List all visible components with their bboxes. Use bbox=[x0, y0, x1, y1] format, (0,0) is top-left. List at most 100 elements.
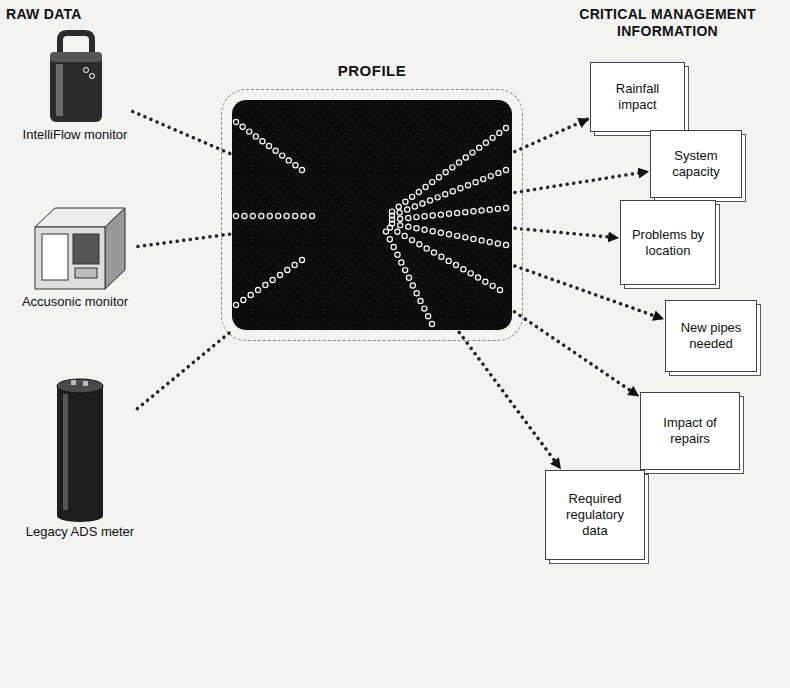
drawing-part bbox=[248, 292, 253, 297]
drawing-part bbox=[247, 129, 252, 134]
drawing-part bbox=[477, 145, 482, 150]
report-sheet: Impact of repairs bbox=[640, 392, 740, 470]
drawing-part bbox=[263, 282, 268, 287]
drawing-part bbox=[403, 268, 408, 273]
drawing-part bbox=[483, 140, 488, 145]
drawing-part bbox=[446, 232, 451, 237]
report-title: Rainfall impact bbox=[599, 81, 676, 113]
drawing-part bbox=[241, 297, 246, 302]
drawing-part bbox=[417, 242, 422, 247]
drawing-part bbox=[255, 287, 260, 292]
drawing-part bbox=[242, 213, 247, 218]
drawing-part bbox=[84, 68, 89, 73]
report-sheet: New pipes needed bbox=[665, 300, 757, 372]
dotted-connector bbox=[138, 234, 230, 246]
drawing-part bbox=[438, 212, 443, 217]
drawing-part bbox=[426, 314, 431, 319]
drawing-part bbox=[410, 194, 415, 199]
dotted-connector bbox=[459, 332, 560, 468]
drawing-part bbox=[292, 262, 297, 267]
drawing-part bbox=[430, 213, 435, 218]
drawing-part bbox=[57, 386, 103, 516]
drawing-part bbox=[481, 177, 486, 182]
dotted-connector bbox=[514, 312, 638, 396]
drawing-part bbox=[420, 201, 425, 206]
drawing-part bbox=[293, 213, 298, 218]
device-node: IntelliFlow monitor bbox=[20, 30, 130, 143]
drawing-part bbox=[406, 215, 411, 220]
drawing-part bbox=[233, 213, 238, 218]
report-sheet: Rainfall impact bbox=[590, 62, 685, 132]
drawing-part bbox=[250, 213, 255, 218]
drawing-part bbox=[436, 175, 441, 180]
drawing-part bbox=[463, 210, 468, 215]
drawing-part bbox=[475, 275, 480, 280]
drawing-part bbox=[309, 213, 314, 218]
report-sheet: Required regulatory data bbox=[545, 470, 645, 560]
drawing-part bbox=[497, 130, 502, 135]
drawing-part bbox=[75, 268, 97, 278]
drawing-part bbox=[240, 124, 245, 129]
drawing-part bbox=[503, 242, 508, 247]
column-heading: RAW DATA bbox=[6, 6, 206, 23]
drawing-part bbox=[398, 216, 403, 221]
drawing-part bbox=[418, 298, 423, 303]
drawing-part bbox=[424, 246, 429, 251]
drawing-part bbox=[399, 260, 404, 265]
drawing-part bbox=[395, 252, 400, 257]
drawing-part bbox=[431, 250, 436, 255]
drawing-part bbox=[443, 170, 448, 175]
drawing-part bbox=[422, 227, 427, 232]
dotted-connector bbox=[515, 228, 618, 238]
drawing-part bbox=[57, 510, 103, 522]
drawing-part bbox=[396, 204, 401, 209]
drawing-part bbox=[473, 180, 478, 185]
drawing-part bbox=[458, 186, 463, 191]
drawing-part bbox=[463, 155, 468, 160]
drawing-part bbox=[468, 271, 473, 276]
drawing-part bbox=[495, 241, 500, 246]
drawing-part bbox=[71, 380, 76, 385]
drawing-part bbox=[495, 206, 500, 211]
drawing-part bbox=[83, 381, 88, 386]
drawing-part bbox=[42, 234, 68, 280]
drawing-part bbox=[233, 302, 238, 307]
drawing-part bbox=[471, 236, 476, 241]
dotted-connector bbox=[515, 119, 588, 152]
drawing-part bbox=[270, 277, 275, 282]
screen-heading: PROFILE bbox=[232, 62, 512, 79]
drawing-part bbox=[397, 210, 402, 215]
drawing-part bbox=[286, 158, 291, 163]
drawing-part bbox=[56, 64, 63, 116]
drawing-part bbox=[422, 306, 427, 311]
drawing-part bbox=[503, 167, 508, 172]
drawing-part bbox=[497, 287, 502, 292]
drawing-part bbox=[273, 148, 278, 153]
drawing-part bbox=[50, 52, 102, 62]
drawing-part bbox=[503, 125, 508, 130]
drawing-part bbox=[479, 208, 484, 213]
drawing-part bbox=[430, 229, 435, 234]
drawing-part bbox=[409, 237, 414, 242]
device-illustration bbox=[15, 200, 135, 292]
drawing-part bbox=[430, 179, 435, 184]
drawing-part bbox=[90, 74, 95, 79]
drawing-part bbox=[50, 52, 102, 122]
report-title: New pipes needed bbox=[674, 320, 748, 352]
drawing-part bbox=[450, 165, 455, 170]
drawing-part bbox=[299, 167, 304, 172]
drawing-part bbox=[105, 208, 125, 289]
report-sheet: System capacity bbox=[650, 130, 742, 198]
report-title: Problems by location bbox=[629, 227, 707, 259]
drawing-part bbox=[414, 291, 419, 296]
drawing-part bbox=[463, 235, 468, 240]
drawing-part bbox=[412, 204, 417, 209]
report-sheet: Problems by location bbox=[620, 200, 716, 285]
drawing-part bbox=[63, 394, 68, 510]
drawing-part bbox=[260, 139, 265, 144]
drawing-part bbox=[395, 229, 400, 234]
drawing-part bbox=[443, 192, 448, 197]
device-illustration bbox=[20, 30, 130, 125]
drawing-part bbox=[429, 321, 434, 326]
signal-dots bbox=[233, 119, 508, 326]
